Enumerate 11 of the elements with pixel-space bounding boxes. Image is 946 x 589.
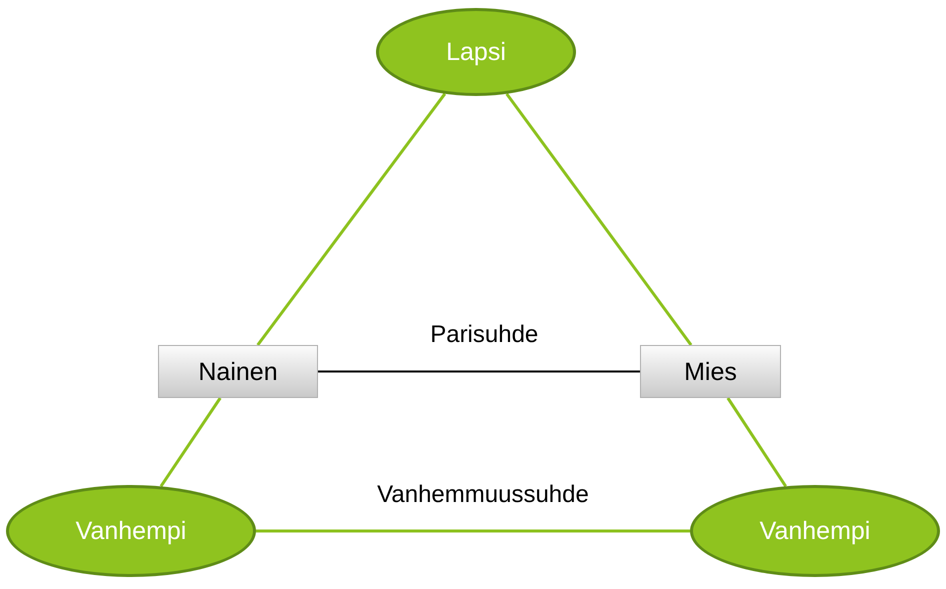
- node-label: Vanhempi: [760, 516, 870, 546]
- connector-line: [318, 370, 640, 372]
- box-node: [158, 345, 318, 398]
- connector-line: [726, 397, 787, 488]
- connector-line: [160, 397, 222, 488]
- node-label: Nainen: [198, 356, 278, 386]
- box-node: [640, 345, 781, 398]
- node-label: Mies: [684, 356, 737, 386]
- connector-line: [256, 530, 690, 532]
- node-label: Lapsi: [446, 37, 506, 67]
- node-label: Vanhempi: [76, 516, 186, 546]
